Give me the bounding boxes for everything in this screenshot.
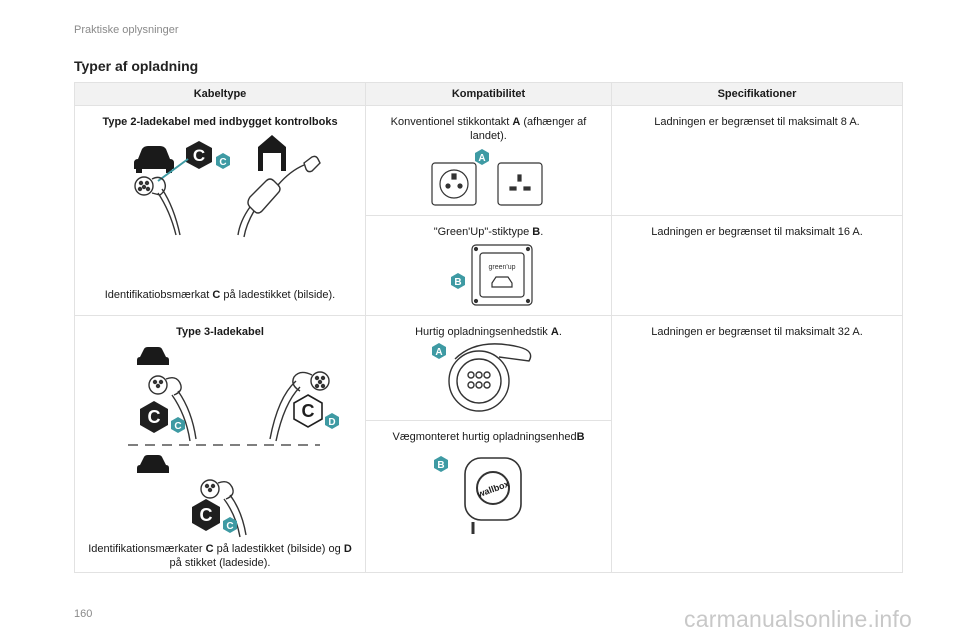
- svg-text:C: C: [148, 407, 161, 427]
- greenup-label: green'up: [488, 264, 515, 271]
- compat-text: Vægmonteret hurtig opladningsenhedB: [367, 422, 610, 444]
- wallbox-icon: [463, 457, 522, 534]
- caption-text: Identifikationsmærkater: [88, 543, 206, 555]
- compat-cell-wallbox: Vægmonteret hurtig opladningsenhedB B wa…: [365, 420, 612, 573]
- caption-text: på ladestikket (bilside).: [220, 289, 336, 301]
- hex-tag-c-outline: C: [293, 394, 323, 428]
- cable-cell-type2: Type 2-ladekabel med indbygget kontrolbo…: [74, 105, 366, 316]
- compat-label: Vægmonteret hurtig opladningsenhed: [392, 431, 577, 443]
- svg-text:B: B: [437, 460, 444, 471]
- table-header-row: Kabeltype Kompatibilitet Specifikationer: [74, 82, 903, 106]
- badge-b: B: [450, 273, 465, 289]
- compat-text: Hurtig opladningsenhedstik A.: [367, 317, 610, 339]
- svg-text:C: C: [174, 421, 181, 432]
- svg-text:A: A: [435, 347, 442, 358]
- badge-c: C: [216, 153, 230, 169]
- uk-socket-icon: [496, 162, 543, 206]
- badge-a: A: [431, 343, 446, 359]
- svg-text:A: A: [478, 153, 485, 164]
- table-row: Vægmonteret hurtig opladningsenhedB B wa…: [75, 420, 903, 573]
- spec-cell-8a: Ladningen er begrænset til maksimalt 8 A…: [611, 105, 903, 216]
- car-icon: [137, 347, 169, 365]
- compat-label: "Green'Up"-stiktype: [433, 226, 533, 238]
- col-header-cable: Kabeltype: [74, 82, 366, 106]
- page-title: Typer af opladning: [74, 58, 199, 74]
- plug-charger-side: [269, 371, 330, 442]
- car-icon: [137, 455, 169, 473]
- hex-tag-c: C: [186, 141, 212, 169]
- section-header: Praktiske oplysninger: [74, 24, 179, 36]
- svg-text:C: C: [302, 401, 315, 421]
- compat-text: "Green'Up"-stiktype B.: [367, 217, 610, 239]
- charging-types-table: Kabeltype Kompatibilitet Specifikationer…: [74, 82, 903, 573]
- page-number: 160: [74, 608, 93, 620]
- svg-text:B: B: [454, 277, 461, 288]
- watermark: carmanualsonline.info: [684, 606, 912, 632]
- spec-text: Ladningen er begrænset til maksimalt 32 …: [651, 326, 863, 338]
- badge-c: C: [223, 517, 237, 533]
- compat-mark: B: [576, 431, 585, 443]
- control-box: [237, 155, 321, 238]
- cable-name: Type 3-ladekabel: [176, 326, 264, 338]
- plug-car-side: [134, 176, 181, 236]
- caption-mark: C: [212, 289, 221, 301]
- compat-text: Konventionel stikkontakt A (afhænger af …: [367, 107, 610, 143]
- compat-mark: A: [550, 326, 559, 338]
- car-icon: [134, 146, 174, 173]
- col-header-specifications: Specifikationer: [611, 82, 903, 106]
- badge-b: B: [433, 456, 448, 472]
- hex-tag-c: C: [192, 499, 220, 531]
- compat-label: (afhænger af landet).: [470, 116, 587, 142]
- svg-text:C: C: [200, 505, 213, 525]
- badge-c: C: [171, 417, 185, 433]
- caption-text: Identifikatiobsmærkat: [104, 289, 213, 301]
- badge-a: A: [474, 149, 489, 165]
- greenup-socket-icon: [470, 244, 533, 306]
- svg-text:D: D: [328, 417, 335, 428]
- wallbox-illustration: B wallbox: [433, 456, 522, 534]
- compat-mark: B: [532, 226, 541, 238]
- cable-caption: Identifikatiobsmærkat C på ladestikket (…: [75, 288, 365, 302]
- compat-label: Konventionel stikkontakt: [390, 116, 513, 128]
- cable-name: Type 2-ladekabel med indbygget kontrolbo…: [102, 116, 338, 128]
- caption-mark: C: [205, 543, 214, 555]
- compat-cell-conventional: Konventionel stikkontakt A (afhænger af …: [365, 105, 612, 216]
- badge-d: D: [325, 413, 339, 429]
- compat-cell-fast-charger: Hurtig opladningsenhedstik A. A: [365, 315, 612, 421]
- socket-illustration: A: [430, 149, 543, 206]
- compat-mark: A: [512, 116, 521, 128]
- caption-mark: D: [343, 543, 352, 555]
- compat-label: Hurtig opladningsenhedstik: [415, 326, 551, 338]
- cable-caption: Identifikationsmærkater C på ladestikket…: [75, 542, 365, 570]
- cable-cell-type3: Type 3-ladekabel C C: [74, 315, 366, 573]
- table-row: Type 3-ladekabel C C: [74, 315, 903, 573]
- type3-cable-illustration: C C C D: [128, 347, 339, 538]
- compat-label: .: [558, 326, 562, 338]
- compat-label: .: [540, 226, 544, 238]
- house-icon: [258, 135, 286, 171]
- spec-text: Ladningen er begrænset til maksimalt 8 A…: [654, 116, 860, 128]
- spec-cell-16a: Ladningen er begrænset til maksimalt 16 …: [611, 215, 903, 316]
- svg-text:C: C: [226, 521, 233, 532]
- caption-text: på stikket (ladeside).: [169, 557, 271, 569]
- col-header-compatibility: Kompatibilitet: [365, 82, 612, 106]
- type3-socket-icon: [447, 343, 531, 412]
- caption-text: på ladestikket (bilside) og: [213, 543, 344, 555]
- compat-cell-greenup: "Green'Up"-stiktype B. B green'up: [365, 215, 612, 316]
- spec-text: Ladningen er begrænset til maksimalt 16 …: [651, 226, 863, 238]
- svg-text:C: C: [219, 157, 226, 168]
- spec-cell-32a: Ladningen er begrænset til maksimalt 32 …: [611, 315, 903, 573]
- table-row: Type 2-ladekabel med indbygget kontrolbo…: [74, 105, 903, 316]
- wallbox-label: wallbox: [475, 479, 510, 500]
- hex-tag-c: C: [140, 401, 168, 433]
- plug-car-side: [200, 479, 247, 538]
- plug-car-side: [148, 375, 197, 442]
- svg-text:C: C: [193, 146, 205, 165]
- type2-cable-illustration: C C: [134, 135, 321, 238]
- french-socket-icon: [430, 162, 477, 206]
- fast-charger-socket-illustration: A: [431, 343, 531, 412]
- greenup-socket-illustration: B green'up: [450, 244, 533, 306]
